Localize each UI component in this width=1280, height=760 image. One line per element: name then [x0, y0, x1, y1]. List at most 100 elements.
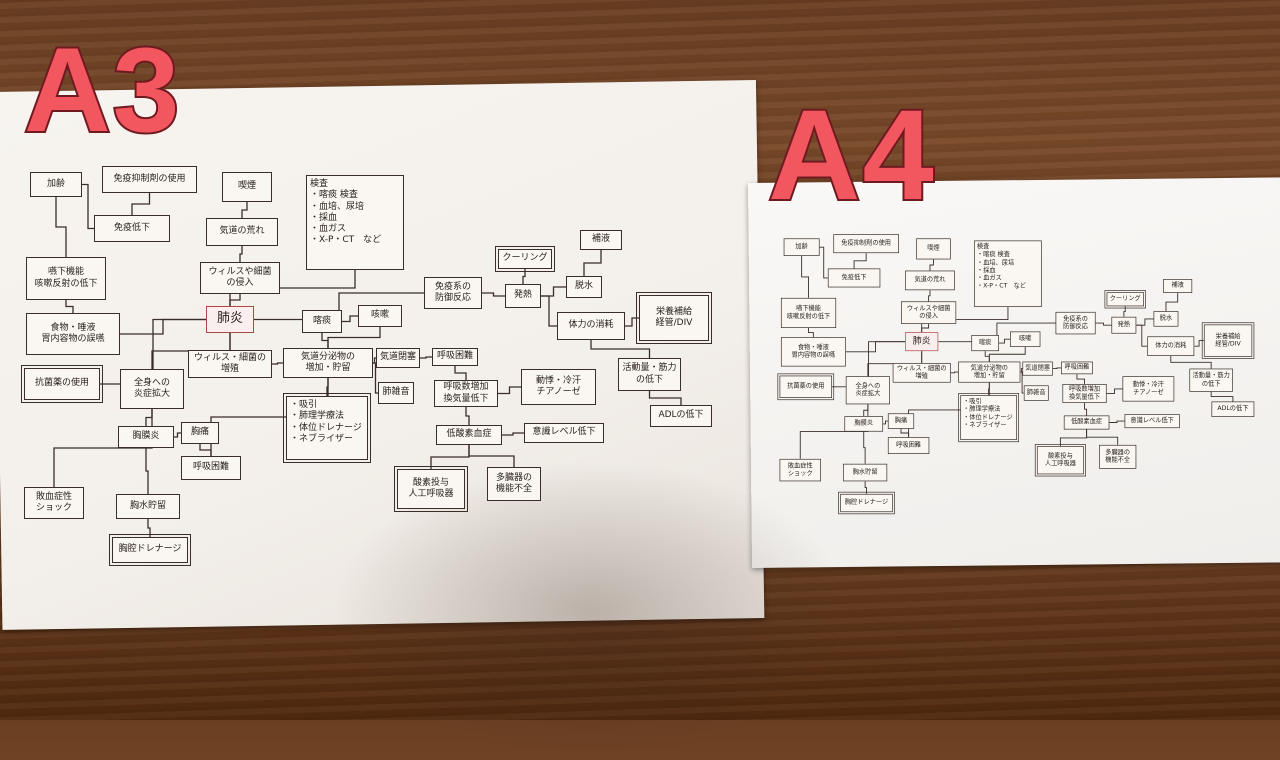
arrow-line — [1136, 324, 1148, 347]
arrow-line — [928, 290, 931, 302]
node-immune-response: 免疫系の 防御反応 — [1055, 311, 1096, 335]
node-lung-crackles: 肺雑音 — [378, 382, 414, 404]
node-airway-damage: 気道の荒れ — [206, 218, 278, 246]
arrow-line — [239, 246, 243, 262]
node-immunosuppressant-use: 免疫抑制剤の使用 — [102, 166, 197, 193]
node-activity-decline: 活動量・筋力 の低下 — [618, 358, 681, 391]
a4-concept-map: 加齢免疫抑制剤の使用免疫低下喫煙気道の荒れウィルスや細菌 の侵入検査 ・喀痰 検… — [763, 118, 1280, 622]
arrow-line — [131, 193, 151, 215]
node-swallow-reflex-decline: 嚥下機能 咳嗽反射の低下 — [780, 297, 837, 328]
arrow-line — [801, 255, 809, 298]
node-fluid-replacement: 補液 — [1163, 279, 1193, 293]
node-examinations: 検査 ・喀痰 検査 ・血培、尿培 ・採血 ・血ガス ・X-P・CT など — [974, 240, 1042, 307]
node-pathogen-invasion: ウィルスや細菌 の侵入 — [200, 262, 280, 294]
arrow-line — [1194, 340, 1204, 347]
node-immune-response: 免疫系の 防御反応 — [424, 277, 482, 309]
node-systemic-inflammation: 全身への 炎症拡大 — [120, 369, 184, 409]
node-multi-organ-failure: 多臓器の 機能不全 — [1099, 444, 1137, 469]
arrow-line — [864, 481, 867, 494]
arrow-line — [648, 391, 682, 405]
arrow-line — [921, 306, 1009, 333]
node-chest-pain: 胸痛 — [887, 413, 915, 429]
node-chest-drainage: 胸腔ドレナージ — [838, 491, 895, 515]
node-antibiotic-use: 抗菌薬の使用 — [21, 365, 103, 403]
arrow-line — [1165, 292, 1179, 312]
node-airway-damage: 気道の荒れ — [905, 270, 955, 291]
node-ventilation-decline: 呼吸数増加 換気量低下 — [1062, 384, 1107, 403]
node-sputum: 喀痰 — [302, 310, 342, 333]
node-hypoxemia: 低酸素血症 — [436, 425, 502, 445]
arrow-line — [82, 183, 94, 230]
node-airway-care-list: ・吸引 ・肺理学療法 ・体位ドレナージ ・ネブライザー — [958, 393, 1019, 443]
node-immunosuppressant-use: 免疫抑制剤の使用 — [833, 234, 899, 254]
node-lung-crackles: 肺雑音 — [1023, 385, 1049, 401]
node-dyspnea-center: 呼吸困難 — [1061, 361, 1093, 375]
arrow-line — [541, 295, 557, 327]
node-septic-shock: 敗血症性 ショック — [24, 487, 84, 519]
arrow-line — [590, 340, 651, 358]
node-aging: 加齢 — [30, 172, 82, 197]
node-pathogen-invasion: ウィルスや細菌 の侵入 — [901, 301, 957, 324]
node-aspiration: 食物・唾液 胃内容物の誤嚥 — [26, 313, 120, 355]
arrow-line — [883, 420, 888, 425]
arrow-line — [241, 202, 248, 218]
node-cooling: クーリング — [1104, 290, 1146, 309]
arrow-line — [863, 404, 869, 417]
a4-size-label: A4 — [766, 84, 936, 227]
arrow-line — [145, 448, 149, 494]
arrow-line — [853, 253, 867, 269]
node-pleurisy: 胸膜炎 — [844, 416, 884, 432]
arrow-line — [254, 292, 424, 321]
node-cough: 咳嗽 — [358, 305, 402, 327]
arrow-line — [863, 431, 866, 464]
arrow-line — [900, 428, 910, 438]
arrow-line — [55, 197, 67, 257]
node-secretion-increase: 気道分泌物の 増加・貯留 — [283, 348, 373, 378]
arrow-line — [430, 445, 470, 469]
node-examinations: 検査 ・喀痰 検査 ・血培、尿培 ・採血 ・血ガス ・X-P・CT など — [306, 175, 404, 270]
arrow-line — [950, 371, 959, 374]
arrow-line — [1076, 374, 1085, 384]
arrow-line — [998, 338, 1011, 344]
node-exhaustion: 体力の消耗 — [557, 312, 625, 340]
node-dehydration: 脱水 — [566, 276, 602, 298]
arrow-line — [988, 346, 1026, 362]
node-pneumonia: 肺炎 — [905, 332, 939, 352]
node-pleural-effusion: 胸水貯留 — [843, 463, 888, 482]
arrow-line — [229, 270, 356, 306]
node-septic-shock: 敗血症性 ショック — [779, 458, 821, 482]
arrow-line — [272, 362, 283, 365]
node-aging: 加齢 — [783, 238, 820, 256]
node-cooling: クーリング — [495, 246, 555, 272]
arrow-line — [147, 519, 151, 537]
a3-concept-map: 加齢免疫抑制剤の使用免疫低下喫煙気道の荒れウィルスや細菌 の侵入検査 ・喀痰 検… — [21, 166, 712, 566]
node-cough: 咳嗽 — [1010, 331, 1041, 347]
arrow-line — [465, 407, 470, 425]
arrow-line — [199, 444, 212, 456]
node-fluid-replacement: 補液 — [580, 230, 622, 250]
arrow-line — [1020, 371, 1024, 394]
arrow-line — [1210, 391, 1234, 402]
arrow-line — [229, 294, 241, 306]
node-ventilation-decline: 呼吸数増加 換気量低下 — [434, 380, 498, 407]
node-hypoxemia: 低酸素血症 — [1063, 415, 1110, 430]
arrow-line — [1086, 429, 1119, 445]
arrow-line — [145, 409, 153, 426]
arrow-line — [1084, 402, 1088, 416]
arrow-line — [583, 250, 602, 276]
node-dehydration: 脱水 — [1153, 311, 1179, 327]
arrow-line — [522, 269, 526, 284]
arrow-line — [938, 322, 1056, 343]
photographer-shadow — [330, 460, 850, 760]
arrow-line — [420, 356, 432, 359]
node-dyspnea-left: 呼吸困難 — [181, 456, 241, 480]
node-exhaustion: 体力の消耗 — [1147, 336, 1195, 356]
a3-size-label: A3 — [22, 23, 182, 157]
node-swallow-reflex-decline: 嚥下機能 咳嗽反射の低下 — [26, 257, 106, 300]
node-smoking: 喫煙 — [916, 238, 951, 260]
arrow-line — [498, 386, 521, 395]
node-adl-decline: ADLの低下 — [650, 405, 712, 427]
node-multi-organ-failure: 多臓器の 機能不全 — [487, 467, 541, 501]
arrow-line — [373, 362, 378, 394]
node-dyspnea-center: 呼吸困難 — [432, 348, 478, 366]
